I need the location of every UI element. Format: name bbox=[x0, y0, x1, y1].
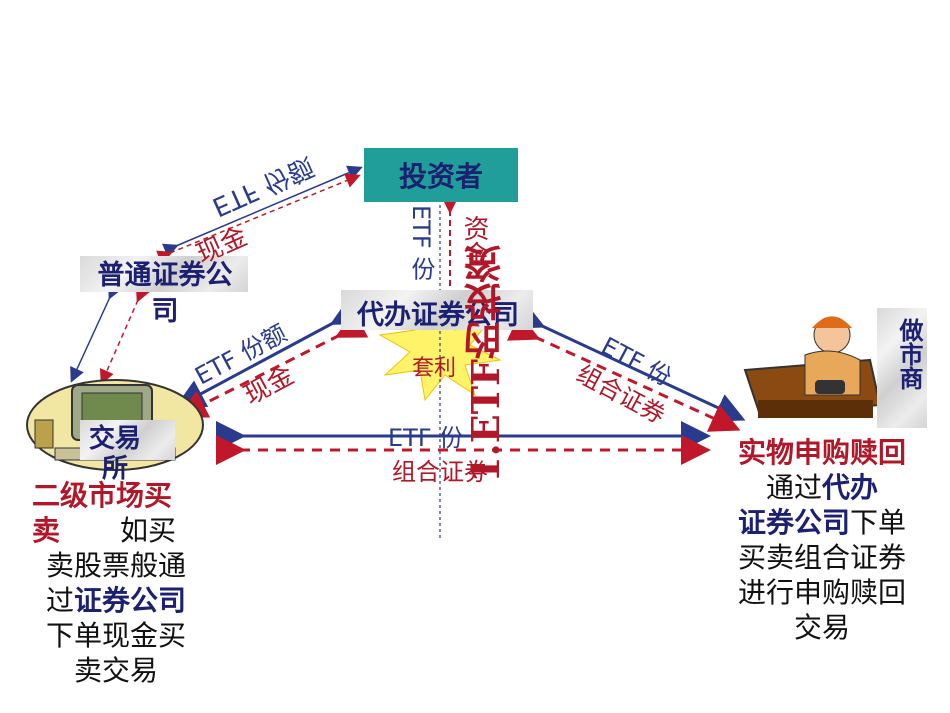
arbitrage-label: 套利 bbox=[412, 356, 457, 381]
etf-share-label-vertical: ETF 份 bbox=[407, 205, 435, 281]
cash-label-vertical: 资金 bbox=[459, 215, 489, 267]
right-para-line2: 通过代办 bbox=[765, 471, 879, 504]
left-para-line2: 卖如买 bbox=[32, 514, 177, 547]
exchange-node-bg bbox=[80, 420, 175, 460]
left-para-line3: 卖股票般通 bbox=[45, 549, 186, 582]
right-para-line4: 买卖组合证券 bbox=[737, 541, 906, 574]
left-paragraph: 二级市场买 卖如买 卖股票般通 过证券公司 下单现金买 卖交易 bbox=[32, 478, 200, 688]
left-para-line5: 下单现金买 bbox=[45, 619, 186, 652]
portfolio-label-bottom: 组合证券 bbox=[392, 458, 488, 486]
etf-share-label-bottom: ETF 份 bbox=[388, 424, 464, 452]
left-para-line6: 卖交易 bbox=[73, 654, 158, 687]
right-para-line6: 交易 bbox=[793, 611, 850, 644]
broker-node: 普通证券公司 bbox=[97, 260, 233, 327]
right-para-line3: 证券公司下单 bbox=[737, 506, 907, 539]
agent-node: 代办证券公司 bbox=[357, 300, 519, 331]
right-para-line5: 进行申购赎回 bbox=[737, 576, 906, 609]
title-vertical: 1.ETF的投资 bbox=[463, 245, 508, 483]
left-para-line1: 二级市场买 bbox=[32, 479, 173, 512]
broker-node-bg bbox=[80, 256, 248, 292]
trader-icon bbox=[743, 316, 882, 418]
agent-node-bg bbox=[341, 290, 533, 330]
right-paragraph: 实物申购赎回 通过代办 证券公司下单 买卖组合证券 进行申购赎回 交易 bbox=[722, 435, 922, 645]
exchange-node: 交易所 bbox=[88, 424, 141, 484]
market-maker-node-bg bbox=[877, 308, 927, 428]
left-para-line4: 过证券公司 bbox=[45, 584, 187, 617]
investor-node: 投资者 bbox=[364, 148, 518, 202]
right-para-line1: 实物申购赎回 bbox=[737, 436, 906, 469]
market-maker-node: 做市商 bbox=[895, 318, 923, 390]
